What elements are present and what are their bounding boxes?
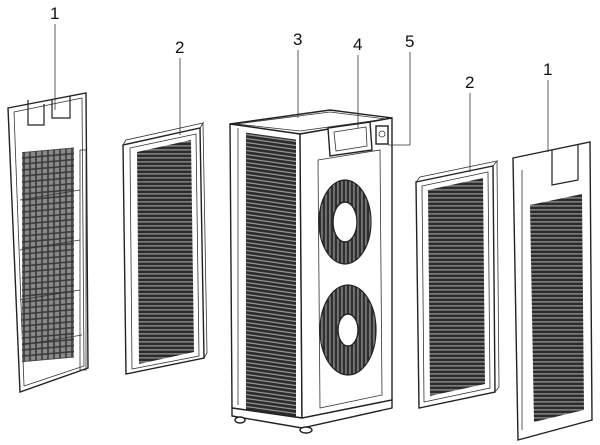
unit-body — [230, 110, 392, 433]
filter-right — [416, 161, 499, 408]
upper-fan — [319, 180, 371, 264]
front-cover-right — [513, 142, 592, 440]
callout-filter-right: 2 — [465, 73, 474, 92]
front-cover-left-grille — [22, 148, 74, 363]
callout-front-cover-left: 1 — [50, 4, 59, 23]
front-cover-left — [8, 93, 88, 392]
callout-unit-body: 3 — [293, 30, 302, 49]
unit-side-grille — [246, 133, 296, 420]
callout-sensor: 5 — [405, 32, 414, 51]
handle[interactable] — [328, 122, 372, 156]
callout-front-cover-right: 1 — [543, 60, 552, 79]
callout-filter-left: 2 — [175, 38, 184, 57]
callout-handle: 4 — [353, 35, 362, 54]
sensor — [376, 126, 388, 144]
lower-fan — [320, 285, 376, 375]
filter-left — [123, 123, 207, 374]
